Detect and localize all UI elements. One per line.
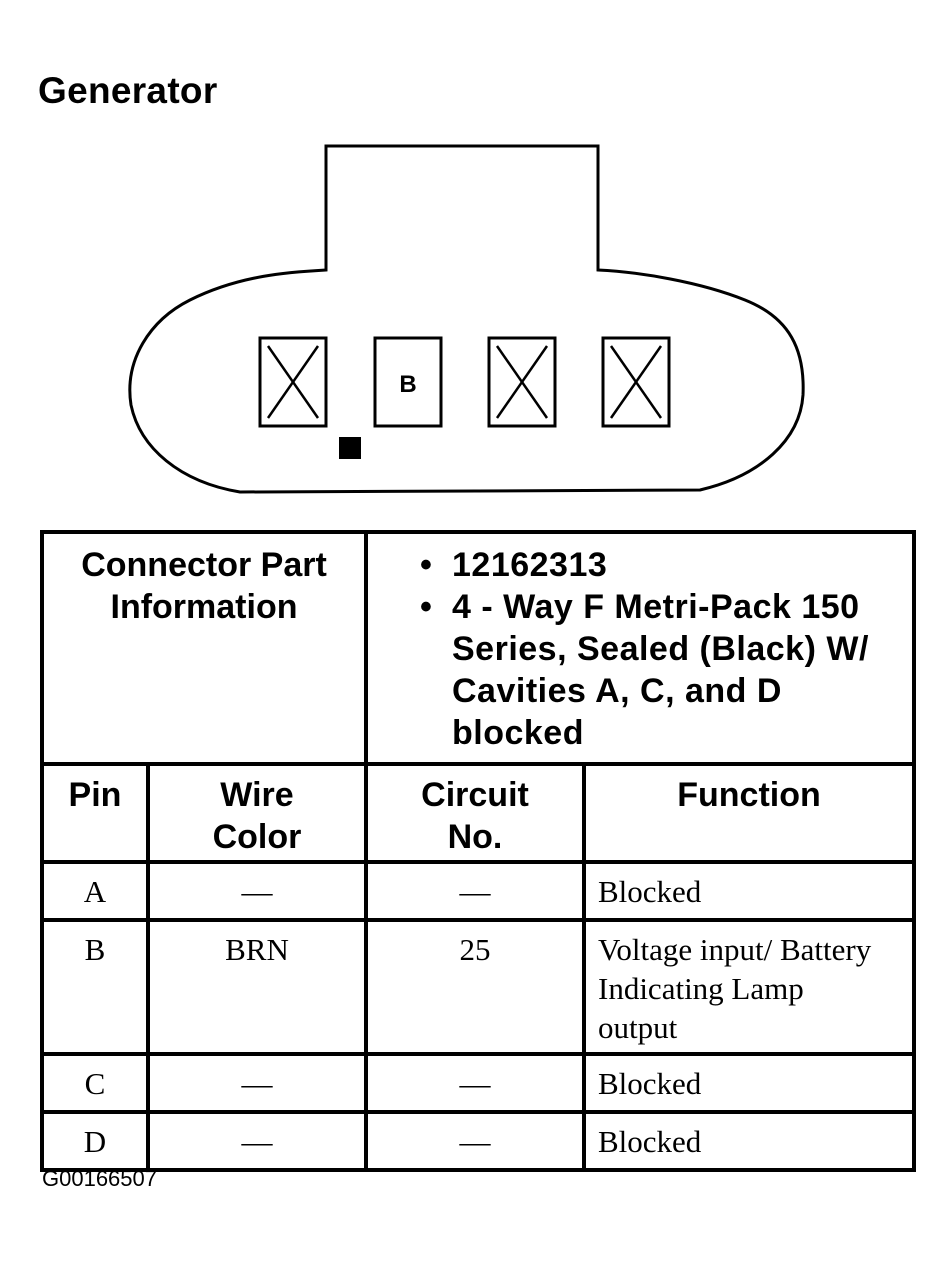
function-cell: Blocked <box>582 860 916 922</box>
part-info-list: •12162313 •4 - Way F Metri-Pack 150 Seri… <box>368 534 912 762</box>
part-description-item: •4 - Way F Metri-Pack 150 Series, Sealed… <box>420 588 869 752</box>
table-row: A — — Blocked <box>40 860 916 922</box>
header-circuit-no: Circuit No. <box>364 762 586 864</box>
wire-color-cell: — <box>146 860 368 922</box>
function-cell: Blocked <box>582 1052 916 1114</box>
wire-color-cell: BRN <box>146 918 368 1056</box>
pin-cell: A <box>40 860 150 922</box>
part-info-row: Connector Part Information •12162313 •4 … <box>40 530 916 766</box>
pin-cell: C <box>40 1052 150 1114</box>
header-wire-color: Wire Color <box>146 762 368 864</box>
pin-cell: D <box>40 1110 150 1172</box>
column-header-row: Pin Wire Color Circuit No. Function <box>40 762 916 864</box>
part-info-heading: Connector Part Information <box>40 530 368 766</box>
table-row: C — — Blocked <box>40 1052 916 1114</box>
wire-color-cell: — <box>146 1052 368 1114</box>
pin-indicator-square <box>339 437 361 459</box>
table-row: D — — Blocked <box>40 1110 916 1172</box>
circuit-cell: 25 <box>364 918 586 1056</box>
cavity-c <box>487 336 557 428</box>
function-cell: Voltage input/ Battery Indicating Lamp o… <box>582 918 916 1056</box>
cavity-b: B <box>373 336 443 428</box>
pin-cell: B <box>40 918 150 1056</box>
cavity-a <box>258 336 328 428</box>
table-row: B BRN 25 Voltage input/ Battery Indicati… <box>40 918 916 1056</box>
figure-code: G00166507 <box>42 1166 157 1191</box>
connector-face-diagram: B <box>128 144 805 494</box>
wire-color-cell: — <box>146 1110 368 1172</box>
cavity-b-label: B <box>399 371 416 398</box>
connector-info-table: Connector Part Information •12162313 •4 … <box>40 530 916 1172</box>
header-pin: Pin <box>40 762 150 864</box>
circuit-cell: — <box>364 860 586 922</box>
cavity-d <box>601 336 671 428</box>
function-cell: Blocked <box>582 1110 916 1172</box>
part-number-item: •12162313 <box>420 546 608 584</box>
part-info-details: •12162313 •4 - Way F Metri-Pack 150 Seri… <box>364 530 916 766</box>
header-function: Function <box>582 762 916 864</box>
connector-outline <box>128 144 805 494</box>
circuit-cell: — <box>364 1052 586 1114</box>
page-title: Generator <box>38 70 218 111</box>
circuit-cell: — <box>364 1110 586 1172</box>
